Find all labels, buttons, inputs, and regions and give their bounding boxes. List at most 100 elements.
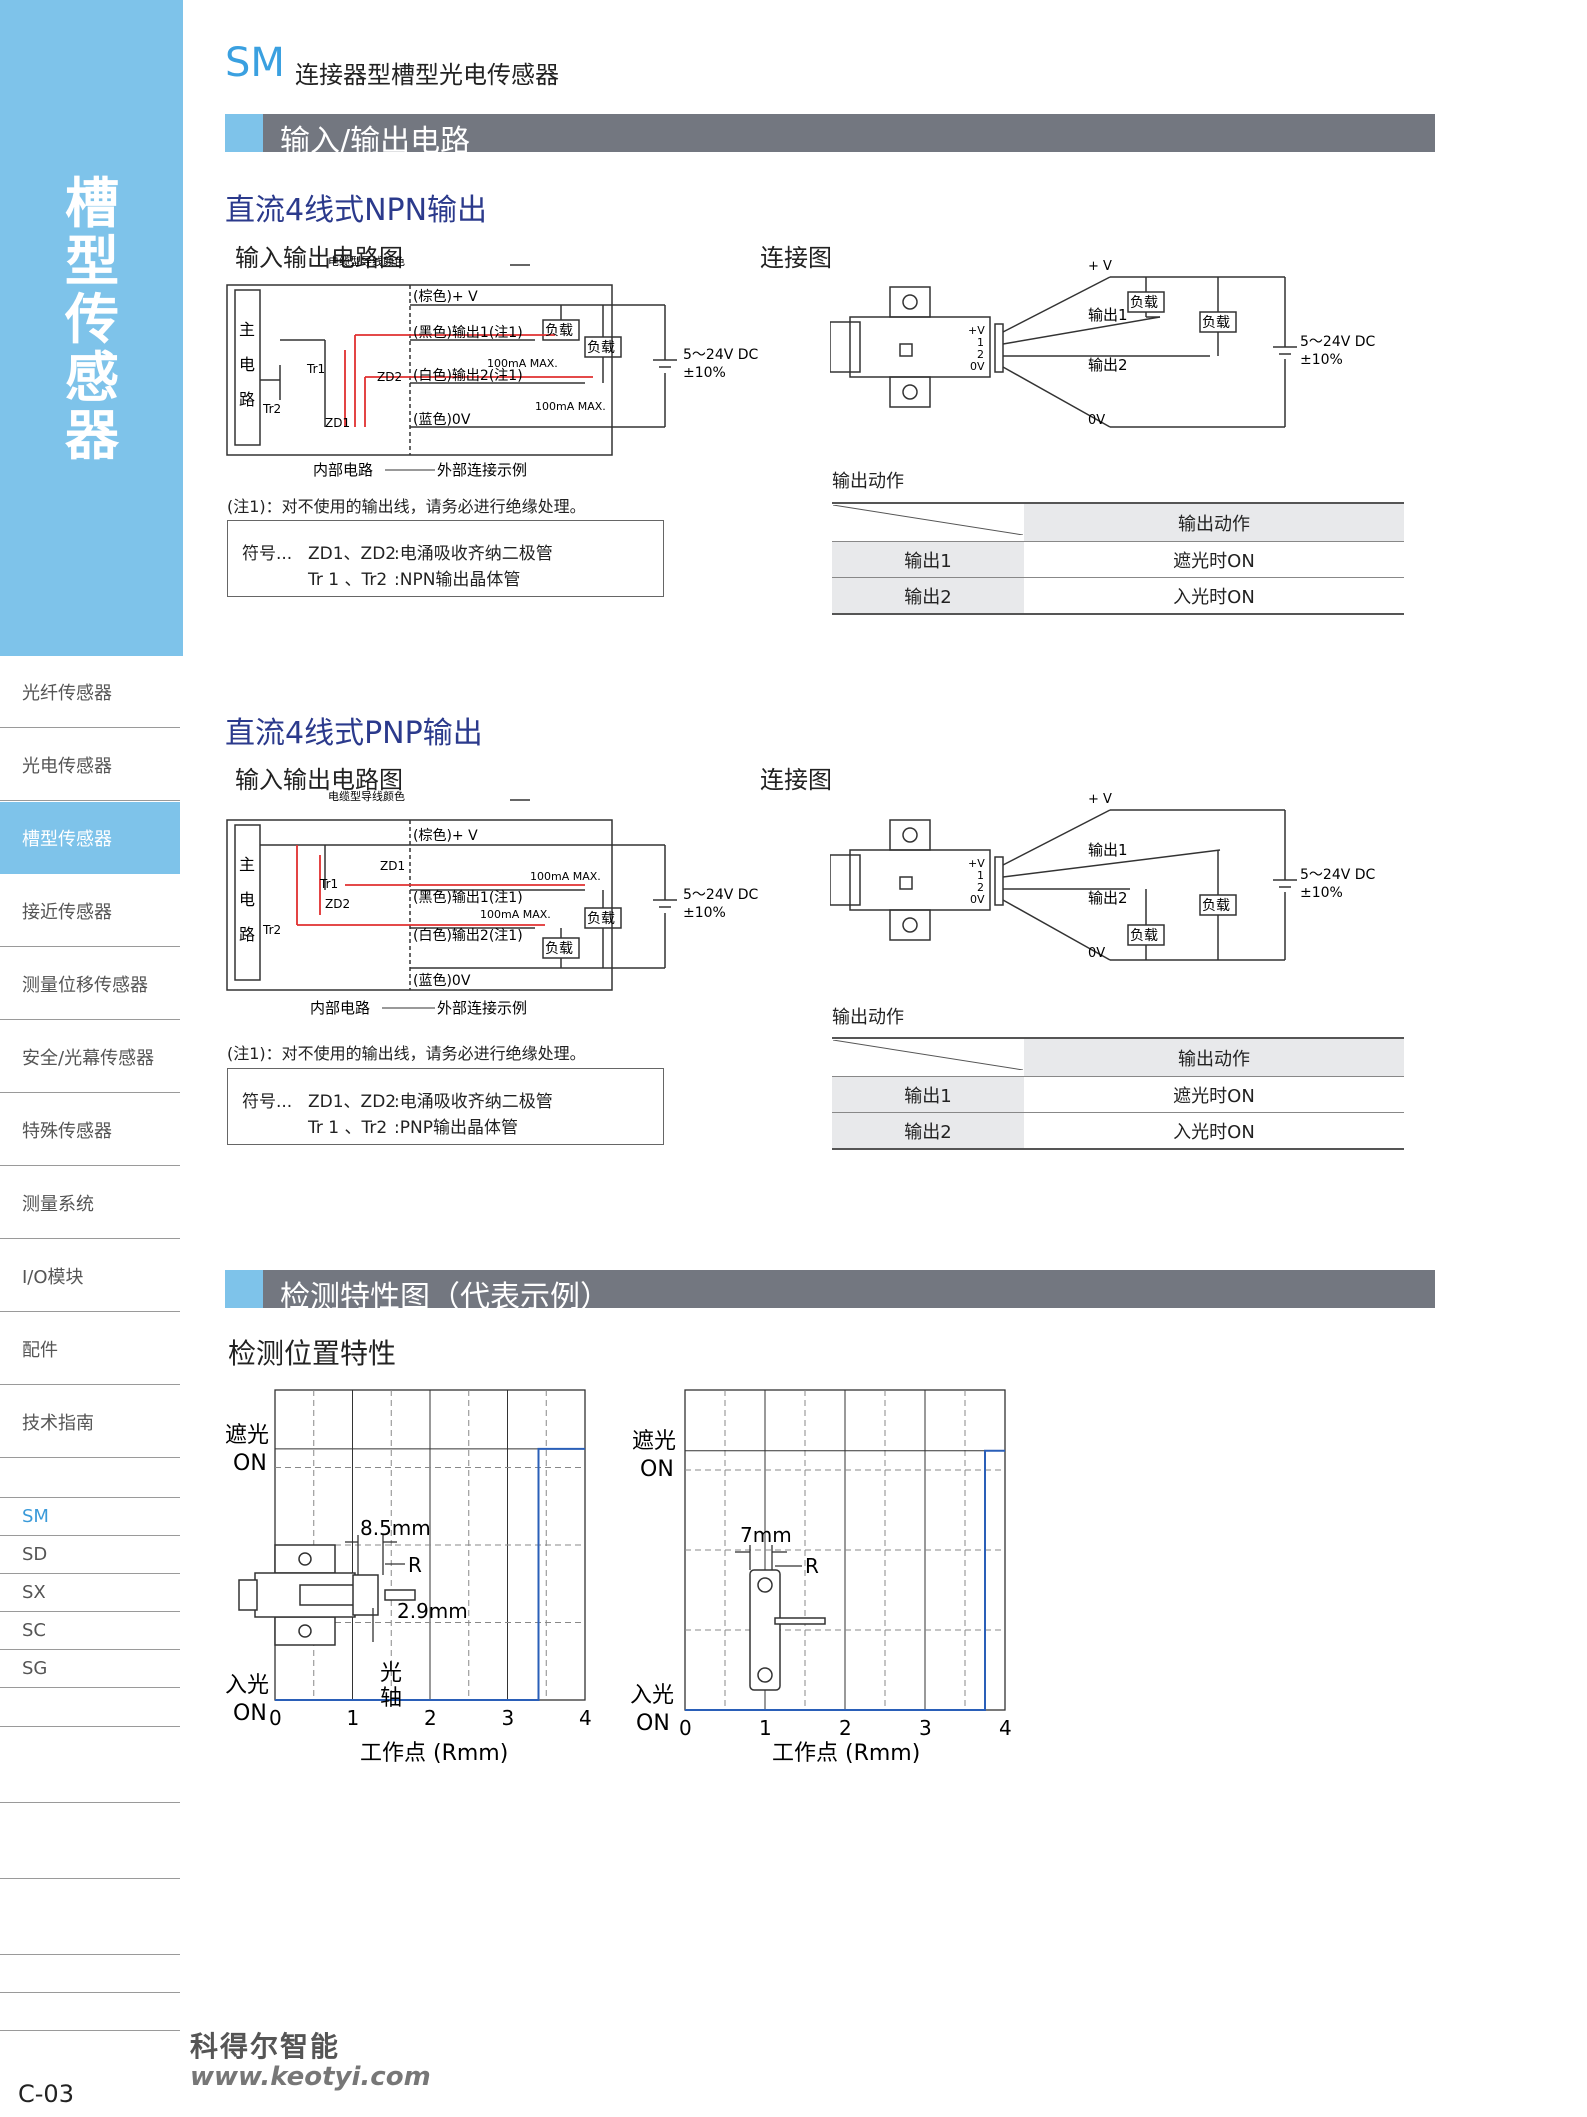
sidebar-title: 槽型传感器 [65, 172, 119, 467]
sensor-sketch-icon [238, 1544, 416, 1646]
action-row-value: 遮光时ON [1024, 1076, 1404, 1113]
divider [0, 1954, 180, 1955]
sidebar-item-accessories[interactable]: 配件 [0, 1313, 180, 1385]
sidebar-item-safety[interactable]: 安全/光幕传感器 [0, 1021, 180, 1093]
subnav-sc[interactable]: SC [0, 1612, 180, 1650]
zd1-label: ZD1 [380, 859, 405, 873]
wire-white: (白色)输出2(注1) [413, 367, 523, 384]
load-1: 负载 [587, 911, 615, 927]
pin-1: 1 [977, 869, 984, 882]
x-tick-label: 4 [579, 1706, 592, 1730]
max-2: 100mA MAX. [535, 400, 606, 413]
section-bar-io: 输入/输出电路 [225, 114, 1435, 159]
pnp-connection-diagram: + V 输出1 输出2 0V 负载 负载 5～24V DC ±10% +V 1 … [830, 792, 1376, 961]
section-title: 输入/输出电路 [280, 124, 471, 159]
divider [0, 1726, 180, 1727]
subnav-sm[interactable]: SM [0, 1498, 180, 1536]
x-tick-label: 2 [839, 1716, 852, 1740]
divider [0, 1878, 180, 1879]
sidebar-item-proximity[interactable]: 接近传感器 [0, 875, 180, 947]
zd1-label: ZD1 [325, 416, 350, 430]
tr1-label: Tr1 [319, 877, 338, 891]
sidebar-item-slot[interactable]: 槽型传感器 [0, 802, 180, 874]
conn-out1: 输出1 [1088, 306, 1128, 324]
max-1: 100mA MAX. [487, 357, 558, 370]
load-2: 负载 [587, 340, 615, 356]
wire-blue: (蓝色)0V [413, 411, 471, 428]
pnp-circuit-diagram: 电缆型导线颜色 主 电 路 (棕色)+ V (黑色)输出1(注1) (白色)输出… [226, 790, 759, 1017]
load-1: 负载 [545, 323, 573, 339]
symbol-label: 符号... [242, 1092, 293, 1112]
sidebar-item-displacement[interactable]: 测量位移传感器 [0, 948, 180, 1020]
zd2-label: ZD2 [325, 897, 350, 911]
divider [0, 2030, 180, 2031]
y-top-label-2: ON [233, 1451, 267, 1476]
zd2-label: ZD2 [377, 370, 402, 384]
divider [0, 1802, 180, 1803]
npn-action-title: 输出动作 [832, 471, 904, 492]
x-axis-label: 工作点 (Rmm) [772, 1741, 920, 1766]
symbol-zd-desc: :电涌吸收齐纳二极管 [394, 544, 553, 564]
pin-2: 2 [977, 348, 984, 361]
page-title: 连接器型槽型光电传感器 [295, 61, 559, 89]
annot-width: 7mm [740, 1523, 792, 1547]
x-tick-label: 1 [347, 1706, 360, 1730]
pnp-action-title: 输出动作 [832, 1007, 904, 1028]
y-bottom-label-2: ON [636, 1711, 670, 1736]
internal-label: 内部电路 [310, 999, 370, 1017]
annot-r: R [408, 1553, 422, 1577]
wire-black: (黑色)输出1(注1) [413, 324, 523, 341]
sidebar-item-io[interactable]: I/O模块 [0, 1240, 180, 1312]
npn-circuit-title: 输入输出电路图 [235, 244, 403, 272]
supply-tolerance: ±10% [683, 905, 726, 921]
action-row-name: 输出2 [832, 577, 1024, 615]
conn-load-1: 负载 [1130, 295, 1158, 311]
subnav-sx[interactable]: SX [0, 1574, 180, 1612]
pin-2: 2 [977, 881, 984, 894]
sidebar-item-measurement[interactable]: 测量系统 [0, 1167, 180, 1239]
wire-brown: (棕色)+ V [413, 827, 478, 844]
symbol-tr-desc: :NPN输出晶体管 [394, 570, 521, 590]
symbol-zd: ZD1、ZD2 [308, 544, 397, 564]
charts-title: 检测位置特性 [228, 1337, 397, 1370]
pnp-circuit-title: 输入输出电路图 [235, 766, 403, 794]
max-2: 100mA MAX. [480, 908, 551, 921]
action-row-value: 遮光时ON [1024, 541, 1404, 578]
conn-load-1: 负载 [1202, 898, 1230, 914]
main-circuit-3: 路 [239, 925, 255, 944]
conn-out2: 输出2 [1088, 356, 1128, 374]
brand-url: www.keotyi.com [190, 2062, 431, 2092]
supply-voltage: 5～24V DC [683, 347, 759, 363]
x-tick-label: 0 [679, 1716, 692, 1740]
pnp-conn-title: 连接图 [760, 766, 832, 794]
conn-out2: 输出2 [1088, 889, 1128, 907]
sidebar-item-guide[interactable]: 技术指南 [0, 1386, 180, 1458]
conn-0v: 0V [1088, 413, 1105, 428]
sidebar-banner [0, 0, 183, 656]
npn-symbol-box: 符号... ZD1、ZD2 :电涌吸收齐纳二极管 Tr 1 、Tr2 :NPN输… [227, 520, 664, 597]
conn-tolerance: ±10% [1300, 352, 1343, 368]
wire-blue: (蓝色)0V [413, 972, 471, 989]
sidebar-item-fiber[interactable]: 光纤传感器 [0, 656, 180, 728]
supply-voltage: 5～24V DC [683, 887, 759, 903]
action-header: 输出动作 [1024, 1037, 1404, 1077]
sidebar-item-photoelectric[interactable]: 光电传感器 [0, 729, 180, 801]
pnp-symbol-box: 符号... ZD1、ZD2 :电涌吸收齐纳二极管 Tr 1 、Tr2 :PNP输… [227, 1068, 664, 1145]
section-title: 检测特性图（代表示例） [280, 1280, 610, 1315]
sensor-sketch-icon [749, 1569, 826, 1691]
divider [0, 1992, 180, 1993]
annot-gap: 2.9mm [397, 1599, 468, 1623]
max-1: 100mA MAX. [530, 870, 601, 883]
npn-conn-title: 连接图 [760, 244, 832, 272]
subnav-sd[interactable]: SD [0, 1536, 180, 1574]
cable-color-label: 电缆型导线颜色 [328, 255, 405, 268]
tr1-label: Tr1 [306, 362, 325, 376]
pin-0v: 0V [970, 893, 985, 906]
sidebar-item-special[interactable]: 特殊传感器 [0, 1094, 180, 1166]
subnav-sg[interactable]: SG [0, 1650, 180, 1688]
wire-brown: (棕色)+ V [413, 288, 478, 305]
symbol-zd: ZD1、ZD2 [308, 1092, 397, 1112]
conn-0v: 0V [1088, 946, 1105, 961]
action-row-value: 入光时ON [1024, 1112, 1404, 1150]
